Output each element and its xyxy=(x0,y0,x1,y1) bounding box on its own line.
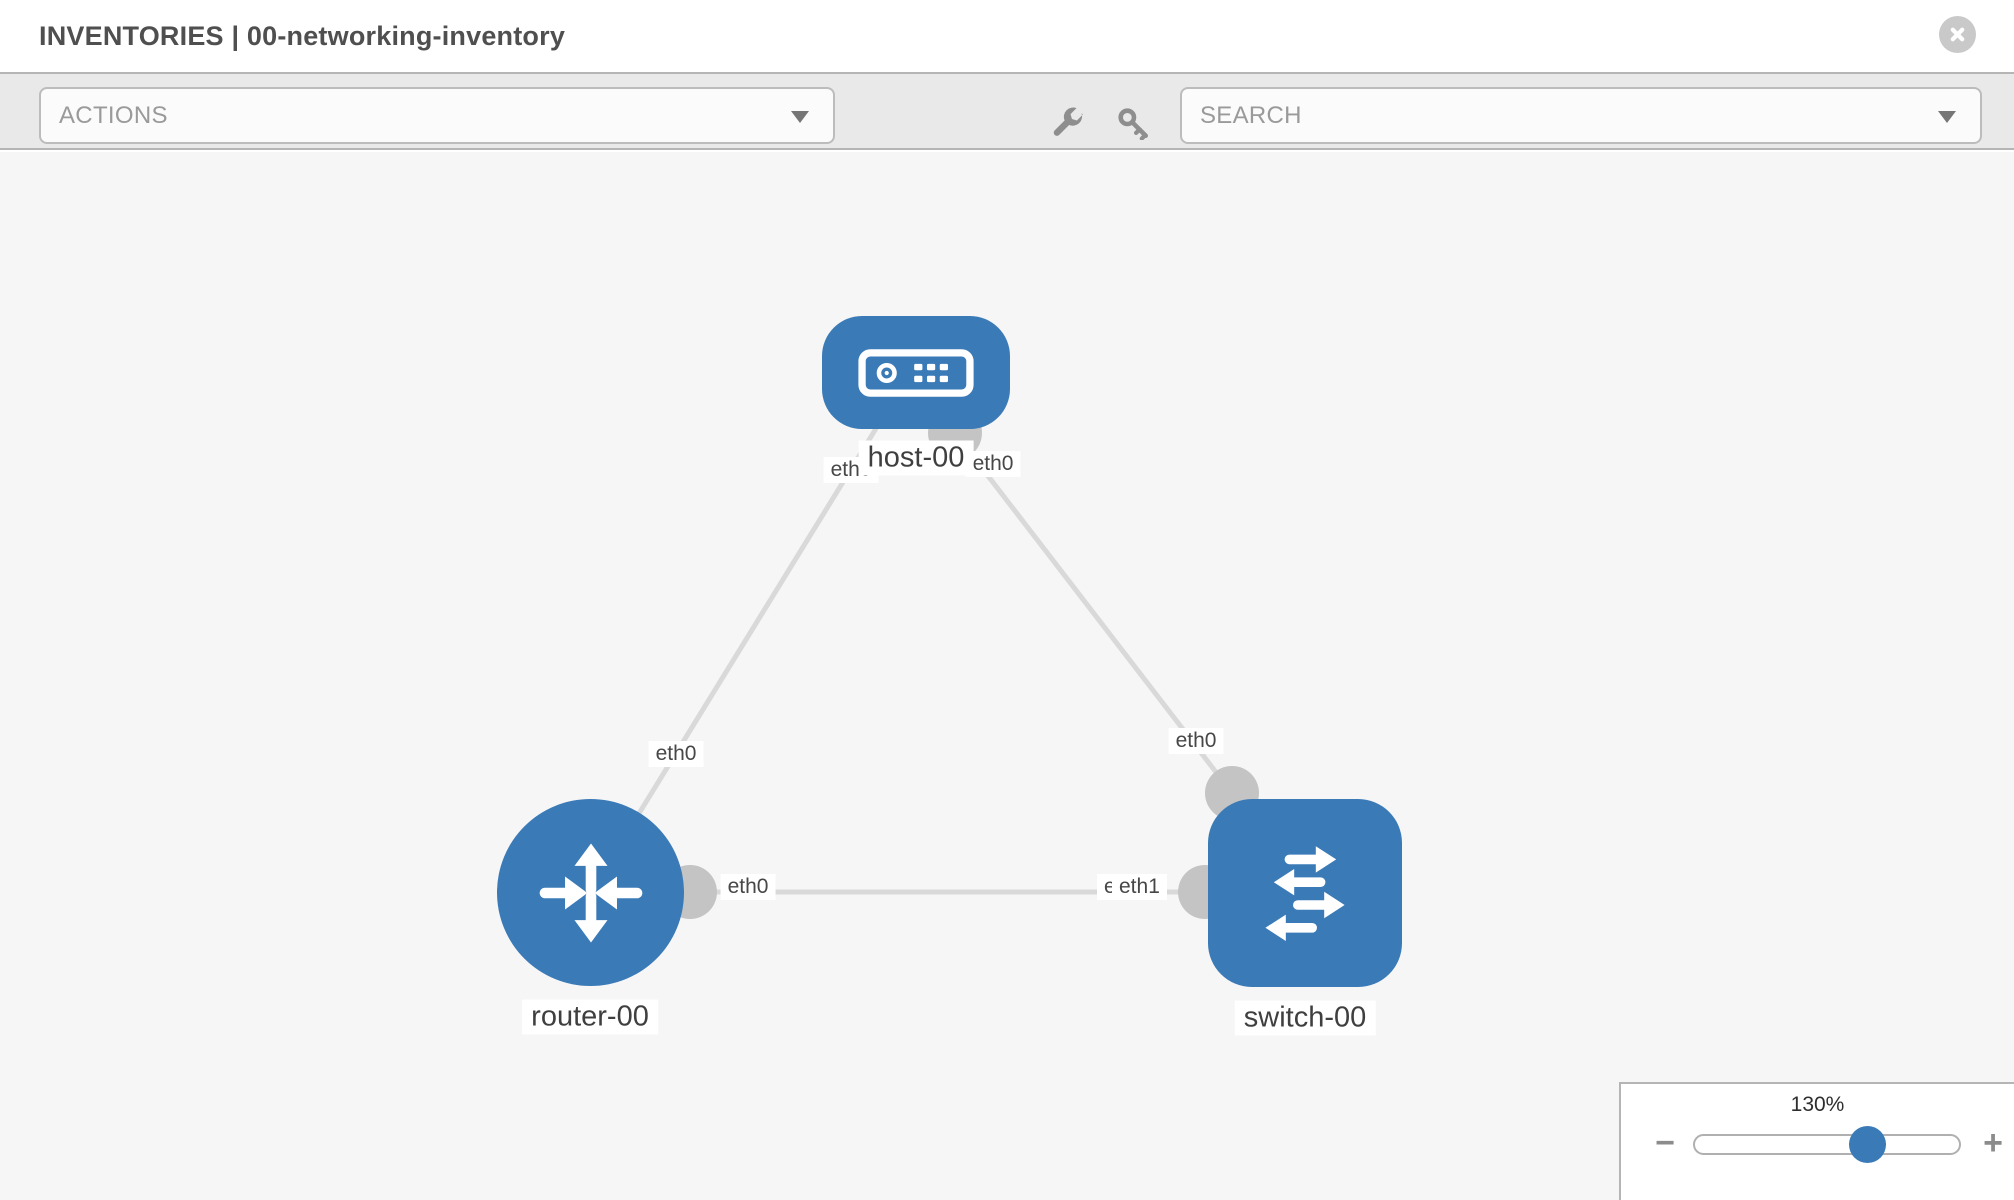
interface-label: eth0 xyxy=(720,874,776,900)
configure-button[interactable] xyxy=(1043,100,1089,146)
switch-icon xyxy=(1265,846,1345,941)
zoom-panel: 130% − + xyxy=(1619,1082,2014,1200)
zoom-slider-thumb[interactable] xyxy=(1849,1126,1886,1163)
toolbar: ACTIONS SEARCH xyxy=(0,72,2014,150)
node-label-switch: switch-00 xyxy=(1234,1000,1376,1036)
interface-label: eth1 xyxy=(1112,874,1167,900)
search-dropdown[interactable]: SEARCH xyxy=(1180,87,1982,144)
page-title: INVENTORIES | 00-networking-inventory xyxy=(39,21,566,51)
actions-dropdown[interactable]: ACTIONS xyxy=(39,87,835,144)
chevron-down-icon xyxy=(791,110,809,123)
interface-label: eth0 xyxy=(1168,728,1224,754)
close-icon xyxy=(1950,27,1965,42)
router-icon xyxy=(539,842,642,943)
chevron-down-icon xyxy=(1938,110,1956,123)
wrench-icon xyxy=(1053,107,1083,136)
header: INVENTORIES | 00-networking-inventory xyxy=(0,0,2014,72)
host-icon xyxy=(858,348,974,397)
key-icon xyxy=(1118,108,1149,140)
network-links-layer xyxy=(587,406,1259,919)
topology-canvas[interactable]: eth0 eth0 eth0 eth0 eth0 eth0 eth1 host-… xyxy=(0,152,2014,1200)
interface-label: eth0 xyxy=(965,451,1021,477)
zoom-slider-track[interactable] xyxy=(1693,1134,1961,1155)
node-router-00[interactable] xyxy=(497,799,684,986)
zoom-level-label: 130% xyxy=(1790,1093,1845,1116)
node-host-00[interactable] xyxy=(822,316,1010,429)
credentials-button[interactable] xyxy=(1110,100,1156,146)
node-switch-00[interactable] xyxy=(1208,799,1402,987)
search-dropdown-label: SEARCH xyxy=(1200,101,1302,129)
interface-label: eth0 xyxy=(648,741,704,767)
zoom-in-button[interactable]: + xyxy=(1983,1124,2003,1162)
close-button[interactable] xyxy=(1939,16,1976,53)
zoom-out-button[interactable]: − xyxy=(1655,1124,1675,1162)
node-label-router: router-00 xyxy=(522,999,658,1035)
actions-dropdown-label: ACTIONS xyxy=(59,101,168,129)
node-label-host: host-00 xyxy=(858,440,974,476)
